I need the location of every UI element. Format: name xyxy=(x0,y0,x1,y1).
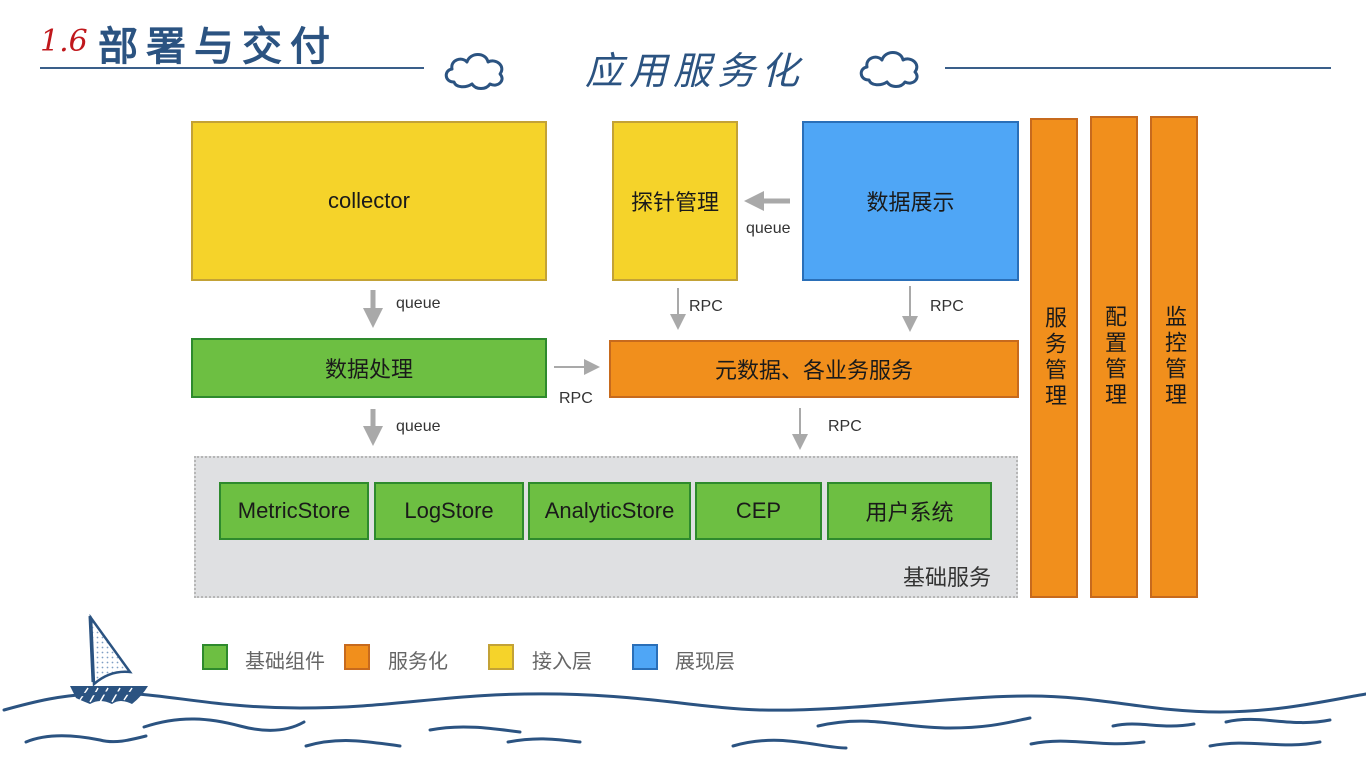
header-rule xyxy=(945,67,1331,69)
section-number: 1.6 xyxy=(40,24,88,59)
legend-swatch-green xyxy=(202,644,228,670)
component-label: 用户系统 xyxy=(865,500,954,525)
wave xyxy=(816,716,1032,730)
sailboat-icon xyxy=(70,613,148,704)
edge-label-queue: queue xyxy=(396,295,441,312)
component-user-system: 用户系统 xyxy=(827,482,992,540)
node-monitor-management: 监控管理 xyxy=(1150,116,1198,598)
component-label: CEP xyxy=(735,498,782,523)
wave xyxy=(142,717,306,732)
wave xyxy=(731,738,848,750)
node-label: 数据展示 xyxy=(866,190,955,215)
page-subtitle: 应用服务化 xyxy=(585,49,806,93)
wave xyxy=(304,739,402,748)
wave xyxy=(24,734,148,744)
node-service-management: 服务管理 xyxy=(1030,118,1078,598)
node-label: 元数据、各业务服务 xyxy=(714,358,913,383)
wave xyxy=(1029,739,1146,746)
node-label: 探针管理 xyxy=(630,190,719,215)
wave xyxy=(1208,740,1322,748)
edge-label-queue: queue xyxy=(396,418,441,435)
edge-label-rpc: RPC xyxy=(689,298,723,315)
node-label: 服务管理 xyxy=(1042,306,1067,410)
legend-swatch-blue xyxy=(632,644,658,670)
component-label: AnalyticStore xyxy=(544,498,675,523)
node-label: 数据处理 xyxy=(324,357,413,382)
node-collector: collector xyxy=(191,121,547,281)
cloud-icon xyxy=(444,53,504,90)
legend-label: 服务化 xyxy=(388,651,448,673)
title-underline xyxy=(40,67,424,69)
wave-main xyxy=(2,691,1366,714)
wave xyxy=(506,737,582,744)
component-label: LogStore xyxy=(404,498,494,523)
component-logstore: LogStore xyxy=(374,482,524,540)
component-metricstore: MetricStore xyxy=(219,482,369,540)
component-label: MetricStore xyxy=(237,498,351,523)
node-metadata-services: 元数据、各业务服务 xyxy=(609,340,1019,398)
legend-label: 展现层 xyxy=(675,651,735,673)
edge-label-rpc: RPC xyxy=(828,418,862,435)
edge-label-rpc: RPC xyxy=(930,298,964,315)
base-services-label: 基础服务 xyxy=(903,565,992,590)
node-label: 监控管理 xyxy=(1162,305,1187,409)
legend-label: 基础组件 xyxy=(245,651,325,673)
node-probe-management: 探针管理 xyxy=(612,121,738,281)
waves-decoration xyxy=(2,613,1366,750)
page-title: 部署与交付 xyxy=(98,23,338,70)
legend-swatch-yellow xyxy=(488,644,514,670)
legend-swatch-orange xyxy=(344,644,370,670)
legend-label: 接入层 xyxy=(532,651,592,673)
wave xyxy=(1224,717,1332,725)
cloud-icon xyxy=(859,51,919,88)
component-analyticstore: AnalyticStore xyxy=(528,482,691,540)
wave xyxy=(428,725,522,734)
edge-label-rpc: RPC xyxy=(559,390,593,407)
wave xyxy=(1111,722,1196,728)
component-cep: CEP xyxy=(695,482,822,540)
node-data-processing: 数据处理 xyxy=(191,338,547,398)
node-data-display: 数据展示 xyxy=(802,121,1019,281)
node-config-management: 配置管理 xyxy=(1090,116,1138,598)
edge-label-queue: queue xyxy=(746,220,791,237)
node-label: collector xyxy=(328,188,410,213)
node-label: 配置管理 xyxy=(1102,305,1127,409)
